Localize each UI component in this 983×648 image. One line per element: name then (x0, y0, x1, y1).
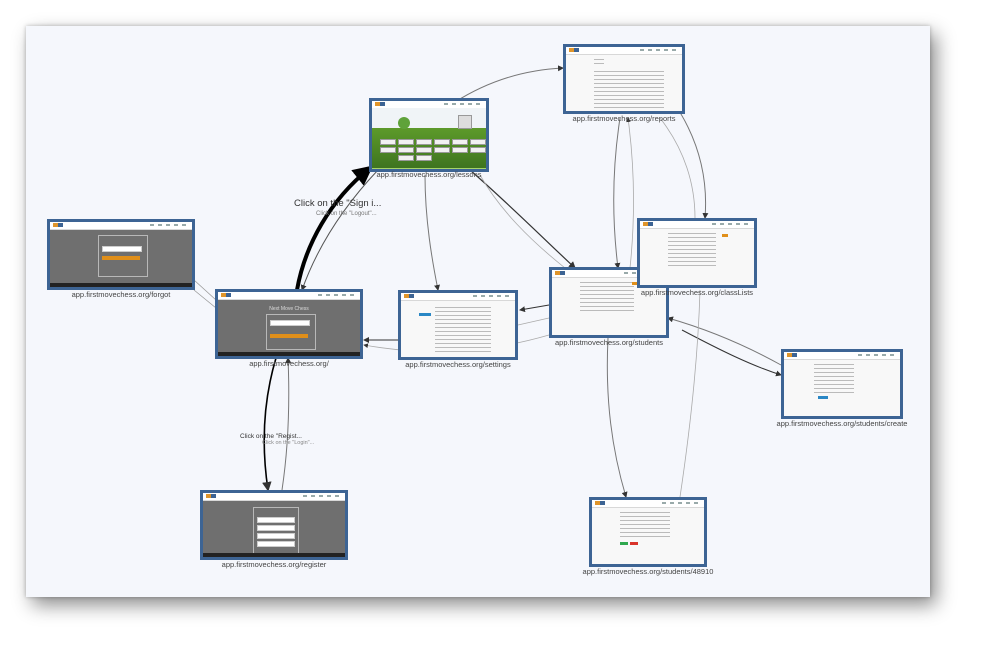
node-label-root: app.firstmovechess.org/ (249, 359, 329, 368)
node-students[interactable] (549, 267, 669, 338)
node-label-register: app.firstmovechess.org/register (221, 560, 327, 569)
edge-label-logout: Click on the "Logout"... (316, 211, 377, 217)
node-label-students: app.firstmovechess.org/students (555, 338, 663, 347)
node-forgot[interactable] (47, 219, 195, 290)
node-label-student-detail: app.firstmovechess.org/students/48910 (582, 567, 714, 576)
node-reports[interactable] (563, 44, 685, 114)
node-label-classlists: app.firstmovechess.org/classLists (640, 288, 754, 297)
edge-label-login: Click on the "Login"... (262, 440, 315, 446)
node-students-create[interactable] (781, 349, 903, 419)
node-label-students-create: app.firstmovechess.org/students/create (776, 419, 908, 428)
node-classlists[interactable] (637, 218, 757, 288)
node-label-lessons: app.firstmovechess.org/lessons (376, 170, 482, 179)
node-label-reports: app.firstmovechess.org/reports (572, 114, 676, 123)
root-page-title: Next Move Chess (269, 306, 309, 312)
edge-label-signin: Click on the "Sign i... (294, 198, 382, 209)
node-settings[interactable] (398, 290, 518, 360)
node-lessons[interactable] (369, 98, 489, 172)
node-student-detail[interactable] (589, 497, 707, 567)
node-label-forgot: app.firstmovechess.org/forgot (71, 290, 171, 299)
node-label-settings: app.firstmovechess.org/settings (405, 360, 511, 369)
node-register[interactable] (200, 490, 348, 560)
node-root[interactable]: Next Move Chess (215, 289, 363, 359)
edge-label-register: Click on the "Regist... (240, 433, 302, 440)
